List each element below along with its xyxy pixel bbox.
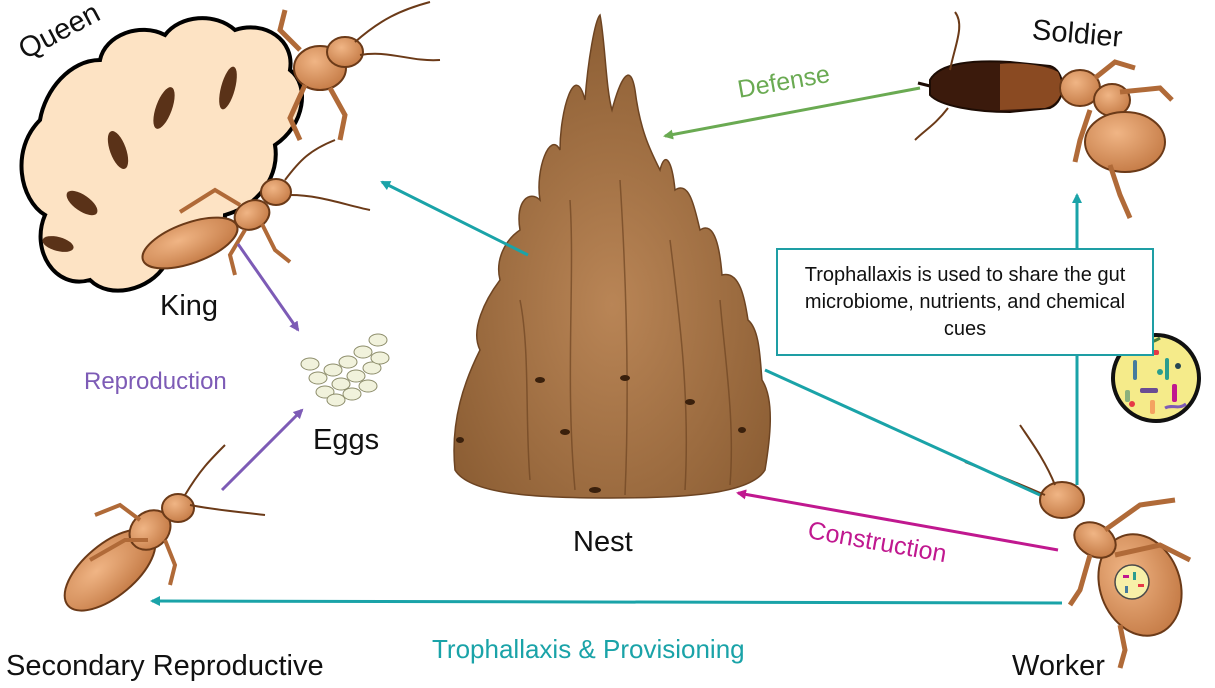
nest-to-queen-arrow — [382, 182, 528, 255]
trophallaxis-info-box: Trophallaxis is used to share the gut mi… — [776, 248, 1154, 356]
termite-secondary-icon — [51, 445, 265, 625]
trophallaxis-arrow — [152, 601, 1062, 603]
termite-mound-icon — [454, 15, 770, 498]
termite-queen-icon — [21, 2, 440, 291]
worker-label: Worker — [1012, 652, 1105, 681]
termite-worker-icon — [965, 425, 1195, 668]
info-box-text: Trophallaxis is used to share the gut mi… — [788, 262, 1142, 343]
eggs-label: Eggs — [313, 426, 379, 455]
king-to-eggs-arrow — [238, 244, 298, 330]
secondary-to-eggs-arrow — [222, 410, 302, 490]
nest-label: Nest — [573, 528, 633, 557]
defense-arrow — [665, 88, 920, 136]
trophallaxis-provisioning-label: Trophallaxis & Provisioning — [432, 636, 745, 662]
king-label: King — [160, 292, 218, 321]
egg-cluster-icon — [301, 334, 389, 406]
worker-to-nest-line — [765, 370, 1040, 495]
secondary-reproductive-label: Secondary Reproductive — [6, 652, 324, 681]
reproduction-label: Reproduction — [84, 370, 227, 394]
